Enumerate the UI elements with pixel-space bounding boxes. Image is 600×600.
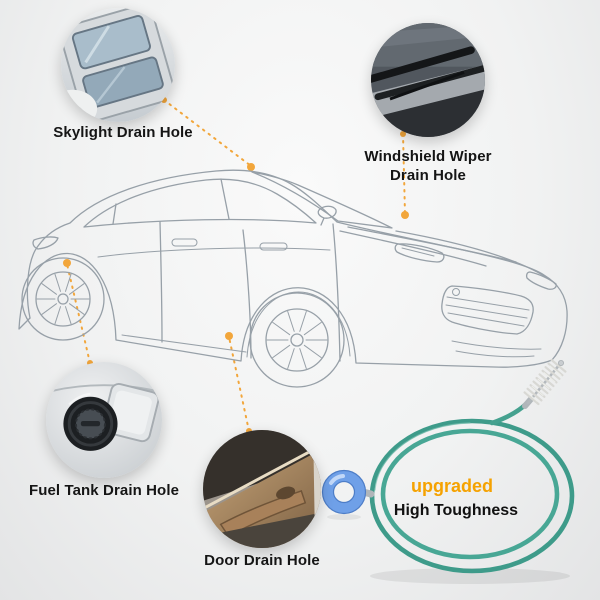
- car-door-cut-rear: [159, 221, 163, 343]
- door-photo-art: [203, 430, 321, 548]
- car-front-wheel: [249, 292, 345, 388]
- car-taillight: [32, 236, 59, 250]
- fuel-tank-cap-photo: [46, 362, 162, 478]
- car-line-drawing: [18, 169, 568, 388]
- car-body-lower: [18, 252, 553, 368]
- skylight-label: Skylight Drain Hole: [53, 124, 193, 141]
- car-grille-slats: [445, 296, 530, 327]
- car-side-glass: [83, 178, 317, 228]
- car-headlight-left: [394, 243, 445, 263]
- connector-wiper: [400, 131, 409, 219]
- car-grille-badge: [452, 288, 460, 296]
- upgraded-badge: upgraded: [410, 476, 493, 496]
- door-label: Door Drain Hole: [204, 552, 320, 569]
- car-hood-crease-2: [339, 230, 487, 267]
- tool-shadow: [370, 568, 570, 584]
- car-headlight-left-line: [401, 247, 435, 257]
- car-character-line: [97, 247, 331, 258]
- car-front-arch-lip: [246, 291, 351, 358]
- drain-cleaning-tool: [321, 358, 575, 584]
- car-mirror: [317, 205, 337, 226]
- pull-ring-icon: [321, 469, 375, 515]
- feature-text: High Toughness: [393, 502, 519, 519]
- car-grille: [441, 285, 534, 335]
- door-panel-photo: [203, 430, 321, 548]
- sunroof-photo-art: [61, 8, 175, 122]
- car-fender-line: [395, 230, 547, 278]
- wiper-photo-art: [371, 23, 485, 137]
- brush-head-icon: [522, 358, 567, 409]
- car-door-cut-front: [332, 223, 341, 362]
- car-headlight-right: [525, 271, 557, 290]
- fuel-label: Fuel Tank Drain Hole: [28, 482, 180, 499]
- car-door-handle-rear: [171, 238, 198, 247]
- car-bumper-lines: [451, 340, 542, 358]
- car-windshield: [251, 171, 393, 229]
- car-hood-crease-1: [347, 226, 517, 263]
- car-quarter-window-line: [112, 203, 117, 225]
- wiper-label: Windshield Wiper Drain Hole: [364, 148, 492, 184]
- sunroof-interior-photo: [61, 8, 175, 122]
- car-rear-wheel: [21, 257, 105, 341]
- car-body-upper: [26, 169, 568, 361]
- car-b-pillar: [220, 178, 230, 220]
- windshield-wiper-photo: [371, 23, 485, 137]
- fuel-photo-art: [46, 362, 162, 478]
- car-door-handle-front: [259, 242, 288, 251]
- car-rocker-line: [121, 334, 247, 353]
- ring-shadow: [327, 514, 361, 520]
